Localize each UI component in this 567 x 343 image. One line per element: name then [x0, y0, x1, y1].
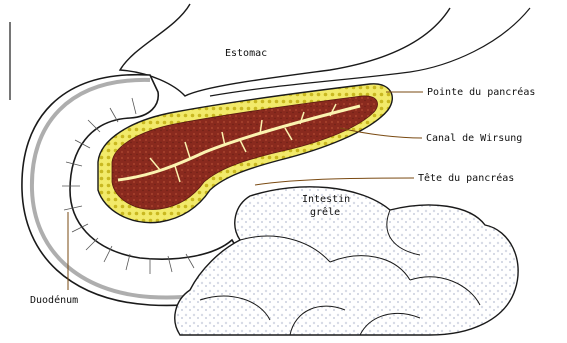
label-intestin: Intestin [302, 194, 350, 205]
label-pointe-du-pancreas: Pointe du pancréas [427, 86, 535, 98]
label-tete-du-pancreas: Tête du pancréas [418, 172, 514, 184]
label-estomac: Estomac [225, 48, 267, 59]
label-duodenum: Duodénum [30, 294, 78, 306]
stomach [120, 4, 530, 96]
label-grele: grêle [310, 206, 340, 218]
small-intestine [175, 187, 518, 335]
leader-tete [255, 178, 414, 185]
label-canal-de-wirsung: Canal de Wirsung [426, 133, 522, 144]
